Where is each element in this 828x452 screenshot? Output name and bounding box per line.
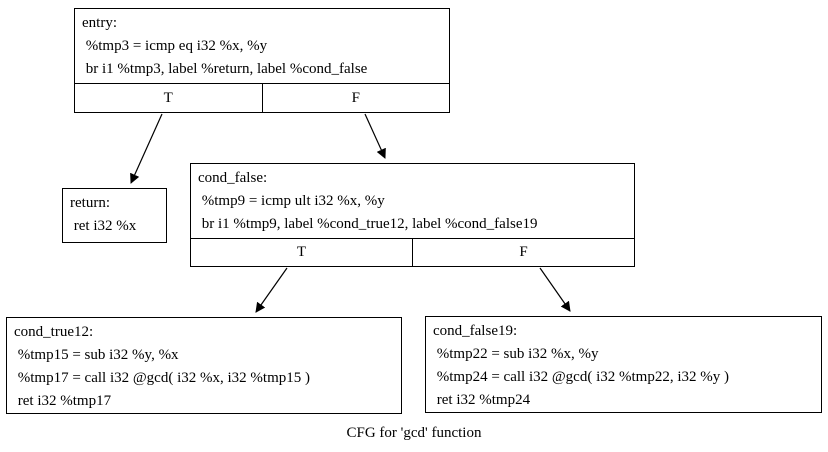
basic-block-code: cond_false19: %tmp22 = sub i32 %x, %y %t…	[426, 317, 821, 414]
edge-cond-false-T-cond-true12	[255, 267, 288, 313]
cfg-node-cond-false: cond_false: %tmp9 = icmp ult i32 %x, %y …	[190, 163, 635, 267]
basic-block-code: entry: %tmp3 = icmp eq i32 %x, %y br i1 …	[75, 9, 449, 83]
branch-row: T F	[191, 238, 634, 266]
branch-false-port: F	[261, 84, 450, 112]
diagram-caption: CFG for 'gcd' function	[346, 425, 482, 441]
instruction: br i1 %tmp9, label %cond_true12, label %…	[198, 216, 538, 232]
edge-entry-T-return	[130, 113, 163, 184]
block-label: cond_false:	[198, 170, 268, 186]
cfg-node-entry: entry: %tmp3 = icmp eq i32 %x, %y br i1 …	[74, 8, 450, 113]
instruction: %tmp9 = icmp ult i32 %x, %y	[198, 193, 385, 209]
branch-false-port: F	[412, 239, 634, 266]
instruction: %tmp24 = call i32 @gcd( i32 %tmp22, i32 …	[433, 369, 729, 385]
instruction: %tmp15 = sub i32 %y, %x	[14, 347, 179, 363]
block-label: entry:	[82, 15, 117, 31]
cfg-node-cond-true12: cond_true12: %tmp15 = sub i32 %y, %x %tm…	[6, 317, 402, 414]
basic-block-code: cond_false: %tmp9 = icmp ult i32 %x, %y …	[191, 164, 634, 238]
edge-entry-F-cond-false	[364, 113, 386, 159]
edge-cond-false-F-cond-false19	[539, 267, 571, 312]
block-label: cond_true12:	[14, 324, 94, 340]
block-label: return:	[70, 195, 110, 211]
branch-true-port: T	[296, 244, 307, 260]
basic-block-code: cond_true12: %tmp15 = sub i32 %y, %x %tm…	[7, 318, 401, 415]
instruction: %tmp3 = icmp eq i32 %x, %y	[82, 38, 268, 54]
instruction: %tmp22 = sub i32 %x, %y	[433, 346, 599, 362]
block-label: cond_false19:	[433, 323, 518, 339]
branch-row: T F	[75, 83, 449, 112]
instruction: %tmp17 = call i32 @gcd( i32 %x, i32 %tmp…	[14, 370, 310, 386]
instruction: ret i32 %tmp17	[14, 393, 112, 409]
branch-true-port: T	[163, 89, 173, 106]
instruction: ret i32 %x	[70, 218, 137, 234]
cfg-node-return: return: ret i32 %x	[62, 188, 167, 243]
cfg-node-cond-false19: cond_false19: %tmp22 = sub i32 %x, %y %t…	[425, 316, 822, 413]
instruction: br i1 %tmp3, label %return, label %cond_…	[82, 61, 368, 77]
instruction: ret i32 %tmp24	[433, 392, 531, 408]
basic-block-code: return: ret i32 %x	[63, 189, 166, 242]
